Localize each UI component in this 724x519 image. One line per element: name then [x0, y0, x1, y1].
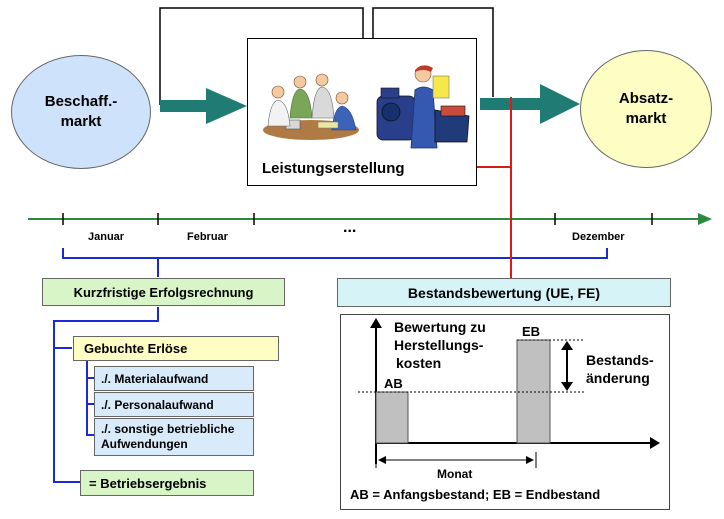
flow-arrow-in: [160, 88, 247, 124]
left-panel-connectors: [53, 307, 159, 483]
timeline-february: Februar: [187, 231, 228, 243]
ab-label: AB: [384, 376, 403, 391]
meeting-people-icon: [263, 73, 359, 140]
other-expense-box: ./. sonstige betriebliche Aufwendungen: [94, 418, 254, 456]
personnel-expense-box: ./. Personalaufwand: [94, 392, 254, 417]
month-label: Monat: [437, 467, 473, 481]
x-axis-arrowhead: [650, 437, 660, 449]
procurement-market-circle: Beschaff.- markt: [11, 55, 151, 169]
eb-label: EB: [522, 324, 541, 339]
booked-revenue-label: Gebuchte Erlöse: [84, 341, 188, 356]
valuation-line2: Herstellungs-: [394, 337, 484, 353]
legend-text: AB = Anfangsbestand; EB = Endbestand: [350, 487, 601, 502]
factory-worker-icon: [376, 65, 470, 149]
other-expense-line1: ./. sonstige betriebliche: [101, 422, 235, 436]
valuation-line3: kosten: [396, 355, 442, 371]
material-expense-label: ./. Materialaufwand: [101, 371, 209, 386]
change-arrow-top: [561, 341, 573, 350]
month-bracket: [62, 248, 608, 259]
operating-result-label: = Betriebsergebnis: [89, 475, 207, 491]
operating-result-box: = Betriebsergebnis: [80, 470, 254, 496]
valuation-line1: Bewertung zu: [394, 319, 486, 335]
procurement-market-line1: Beschaff.-: [44, 93, 118, 110]
other-expense-line2: Aufwendungen: [101, 437, 188, 451]
production-label: Leistungserstellung: [262, 160, 405, 177]
eb-bar: [516, 339, 551, 444]
sales-market-circle: Absatz- markt: [580, 50, 712, 168]
timeline-ellipsis: ...: [343, 219, 357, 236]
inventory-change-text: Bestands- änderung: [586, 351, 654, 387]
ab-bar: [375, 391, 409, 444]
timeline-arrowhead: [698, 213, 712, 225]
personnel-expense-label: ./. Personalaufwand: [101, 397, 214, 412]
month-span-right-head: [526, 456, 534, 464]
y-axis-arrowhead: [370, 318, 382, 328]
timeline-ticks: [62, 213, 653, 225]
procurement-market-line2: markt: [60, 113, 102, 130]
sales-market-line2: markt: [625, 110, 667, 127]
month-span-left-head: [378, 456, 386, 464]
inventory-chart: [358, 318, 660, 468]
sales-market-line1: Absatz-: [618, 90, 674, 107]
inventory-change-line1: Bestands-: [586, 352, 654, 368]
timeline-january: Januar: [88, 231, 125, 243]
short-term-income-title: Kurzfristige Erfolgsrechnung: [73, 284, 254, 300]
inventory-change-line2: änderung: [586, 370, 650, 386]
inventory-valuation-box: Bestandsbewertung (UE, FE): [337, 278, 671, 307]
material-expense-box: ./. Materialaufwand: [94, 366, 254, 391]
short-term-income-box: Kurzfristige Erfolgsrechnung: [42, 278, 285, 306]
flow-arrow-out: [480, 84, 580, 124]
inventory-valuation-title: Bestandsbewertung (UE, FE): [407, 284, 601, 301]
valuation-text: Bewertung zu Herstellungs- kosten: [394, 318, 486, 372]
timeline-december: Dezember: [572, 231, 625, 243]
booked-revenue-box: Gebuchte Erlöse: [73, 336, 279, 361]
change-arrow-bottom: [561, 382, 573, 391]
